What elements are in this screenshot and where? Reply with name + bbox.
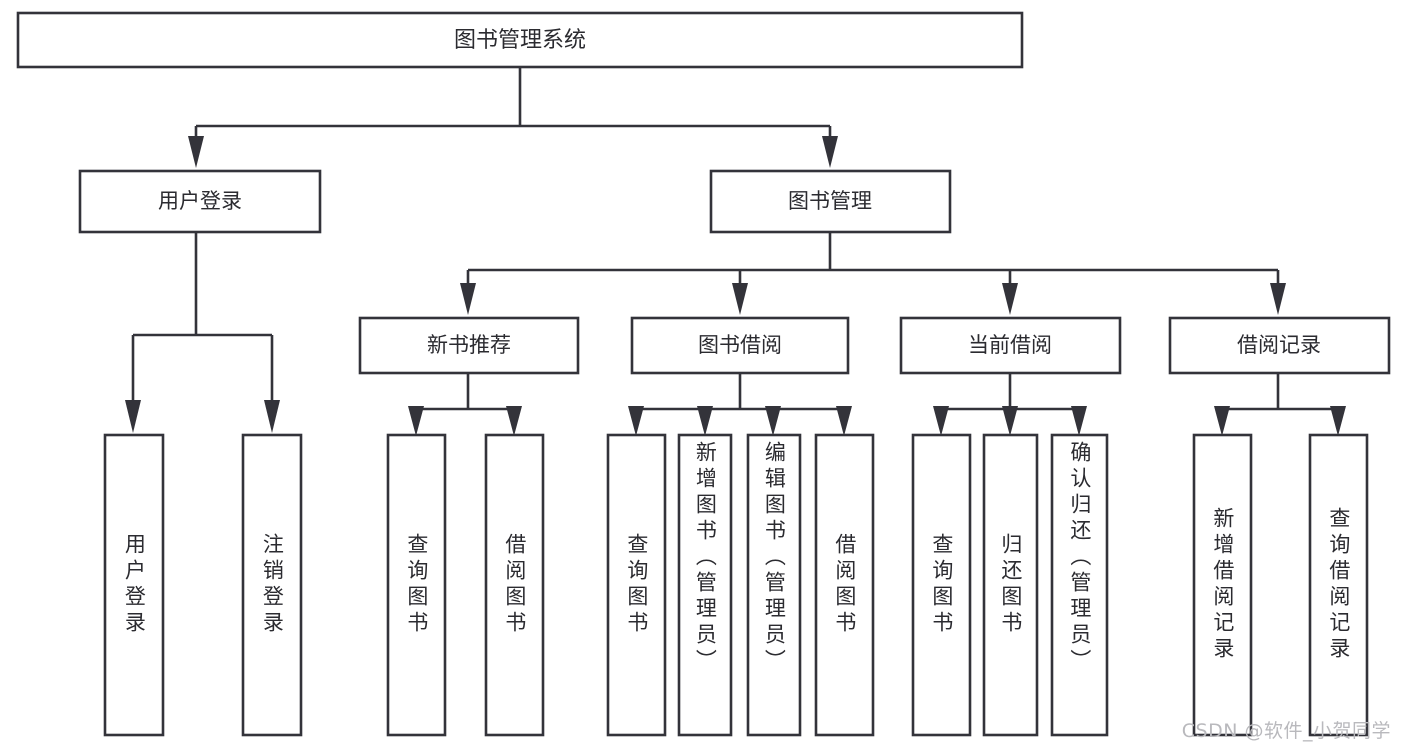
node-leaf-return-book-box[interactable]	[982, 433, 1039, 737]
arrow-head-user-login	[188, 136, 204, 168]
node-new-book-rec-box[interactable]	[358, 316, 580, 375]
arrow-head-leaf-edit-book	[765, 406, 781, 436]
node-borrow-record-label: 借阅记录	[1237, 333, 1321, 357]
arrow-head-current-borrow	[1002, 283, 1018, 315]
node-root-label: 图书管理系统	[454, 28, 586, 53]
node-leaf-add-book-box[interactable]	[677, 433, 733, 737]
node-leaf-query-record-box[interactable]	[1308, 433, 1369, 737]
node-current-borrow-box[interactable]	[899, 316, 1122, 375]
arrow-head-leaf-query-record	[1330, 406, 1346, 436]
node-borrow-record[interactable]: 借阅记录	[1168, 316, 1391, 375]
node-user-login[interactable]: 用户登录	[78, 169, 322, 234]
node-leaf-user-login-box[interactable]	[103, 433, 165, 737]
node-borrow-record-box[interactable]	[1168, 316, 1391, 375]
arrow-head-leaf-query-book-1	[408, 406, 424, 436]
node-root[interactable]: 图书管理系统	[16, 11, 1024, 69]
edge-group-book-manage	[460, 232, 1286, 315]
node-user-login-label: 用户登录	[158, 189, 242, 213]
node-root-box[interactable]	[16, 11, 1024, 69]
edge-group-root	[188, 67, 838, 168]
arrow-head-new-book-rec	[460, 283, 476, 315]
node-leaf-query-book-2-box[interactable]	[606, 433, 667, 737]
node-book-manage-box[interactable]	[709, 169, 952, 234]
csdn-watermark: CSDN @软件_小贺同学	[1181, 720, 1391, 742]
edge-group-current-borrow	[933, 373, 1087, 436]
node-leaf-logout-box[interactable]	[241, 433, 303, 737]
edge-group-borrow-record	[1214, 373, 1346, 436]
node-book-borrow[interactable]: 图书借阅	[630, 316, 850, 375]
arrow-head-leaf-add-book	[697, 406, 713, 436]
node-leaf-query-book-1-box[interactable]	[386, 433, 447, 737]
arrow-head-leaf-user-login	[125, 400, 141, 433]
node-book-manage[interactable]: 图书管理	[709, 169, 952, 234]
node-book-manage-label: 图书管理	[788, 189, 872, 213]
edge-group-new-book-rec	[408, 373, 522, 436]
arrow-head-book-borrow	[732, 283, 748, 315]
arrow-head-leaf-return-book	[1002, 406, 1018, 436]
node-book-borrow-box[interactable]	[630, 316, 850, 375]
arrow-head-leaf-query-book-3	[933, 406, 949, 436]
arrow-head-leaf-confirm-return	[1071, 406, 1087, 436]
node-leaf-query-book-3-box[interactable]	[911, 433, 972, 737]
node-new-book-rec-label: 新书推荐	[427, 333, 511, 357]
node-leaf-borrow-book-1-box[interactable]	[484, 433, 545, 737]
arrow-head-leaf-borrow-book-1	[506, 406, 522, 436]
arrow-head-borrow-record	[1270, 283, 1286, 315]
arrow-head-leaf-borrow-book-2	[836, 406, 852, 436]
node-user-login-box[interactable]	[78, 169, 322, 234]
arrow-head-leaf-query-book-2	[628, 406, 644, 436]
node-leaf-edit-book-box[interactable]	[746, 433, 802, 737]
node-leaf-confirm-return-box[interactable]	[1050, 433, 1109, 737]
node-leaf-borrow-book-2-box[interactable]	[814, 433, 875, 737]
edge-group-user-login	[125, 232, 280, 433]
node-leaf-add-record-box[interactable]	[1192, 433, 1253, 737]
node-book-borrow-label: 图书借阅	[698, 333, 782, 357]
arrow-head-leaf-logout	[264, 400, 280, 433]
node-current-borrow-label: 当前借阅	[968, 333, 1052, 357]
node-new-book-rec[interactable]: 新书推荐	[358, 316, 580, 375]
node-current-borrow[interactable]: 当前借阅	[899, 316, 1122, 375]
edge-group-book-borrow	[628, 373, 852, 436]
arrow-head-leaf-add-record	[1214, 406, 1230, 436]
arrow-head-book-manage	[822, 136, 838, 168]
